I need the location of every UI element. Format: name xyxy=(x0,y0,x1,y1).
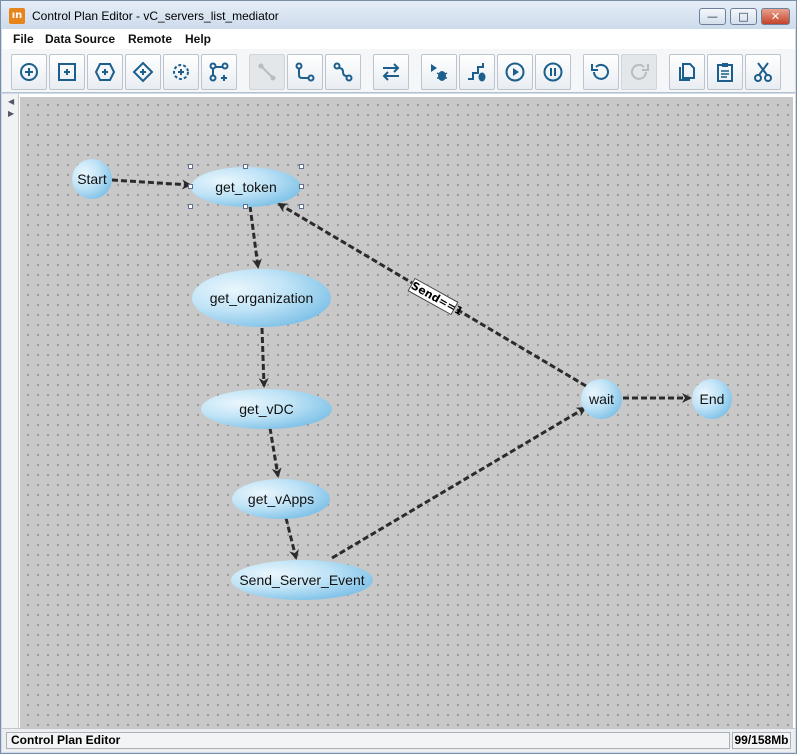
edge-wait-to-get-token xyxy=(277,202,587,388)
add-decision-node-icon xyxy=(132,61,154,83)
edge-get-vdc-to-get-vapps xyxy=(268,427,282,478)
add-start-node-icon xyxy=(20,63,38,81)
add-hexagon-node-icon xyxy=(94,63,116,81)
status-text: Control Plan Editor xyxy=(6,732,730,749)
minimize-button[interactable]: — xyxy=(699,8,726,25)
copy-button[interactable] xyxy=(669,54,705,90)
selection-handle[interactable] xyxy=(299,184,304,189)
add-decision-node-button[interactable] xyxy=(125,54,161,90)
undo-button[interactable] xyxy=(583,54,619,90)
cut-icon xyxy=(754,62,772,82)
editor-area: ◀ ▶ xyxy=(2,94,795,728)
status-bar: Control Plan Editor 99/158Mb xyxy=(2,728,795,752)
paste-button[interactable] xyxy=(707,54,743,90)
memory-indicator: 99/158Mb xyxy=(732,732,791,749)
toolbar xyxy=(2,49,795,93)
edge-get-organization-to-get-vdc xyxy=(258,327,269,388)
paste-icon xyxy=(717,63,733,82)
diagram-canvas[interactable]: Start get_token get_organization get_vDC… xyxy=(20,97,793,728)
app-logo-icon: ın xyxy=(9,8,25,24)
expand-right-icon[interactable]: ▶ xyxy=(8,109,15,118)
expand-left-icon[interactable]: ◀ xyxy=(8,97,15,106)
pause-icon xyxy=(543,62,563,82)
add-task-node-button[interactable] xyxy=(49,54,85,90)
connect-icon xyxy=(295,62,315,82)
connect-alt-icon xyxy=(333,62,353,82)
connect-button[interactable] xyxy=(287,54,323,90)
window-title: Control Plan Editor - vC_servers_list_me… xyxy=(32,9,279,23)
copy-icon xyxy=(679,63,695,81)
debug-step-icon xyxy=(468,63,486,82)
maximize-button[interactable]: □ xyxy=(730,8,757,25)
diagram-edges xyxy=(111,178,692,560)
node-get-token[interactable]: get_token xyxy=(191,167,301,207)
swap-button[interactable] xyxy=(373,54,409,90)
redo-icon xyxy=(631,63,649,80)
debug-run-button[interactable] xyxy=(421,54,457,90)
play-button[interactable] xyxy=(497,54,533,90)
play-icon xyxy=(505,62,525,82)
edge-get-vapps-to-send-event xyxy=(284,517,299,560)
node-get-vapps[interactable]: get_vApps xyxy=(232,479,330,519)
menu-remote[interactable]: Remote xyxy=(128,32,173,46)
add-gear-node-icon xyxy=(173,64,189,80)
title-bar[interactable]: ın Control Plan Editor - vC_servers_list… xyxy=(1,1,796,29)
connect-disabled-icon xyxy=(258,63,276,81)
add-fork-node-icon xyxy=(209,62,229,82)
add-fork-node-button[interactable] xyxy=(201,54,237,90)
selection-handle[interactable] xyxy=(243,204,248,209)
connect-alt-button[interactable] xyxy=(325,54,361,90)
node-get-vdc[interactable]: get_vDC xyxy=(201,389,332,429)
menu-help[interactable]: Help xyxy=(185,32,212,46)
selection-handle[interactable] xyxy=(299,164,304,169)
node-end[interactable]: End xyxy=(692,379,732,419)
add-gear-node-button[interactable] xyxy=(163,54,199,90)
cut-button[interactable] xyxy=(745,54,781,90)
selection-handle[interactable] xyxy=(243,164,248,169)
add-start-node-button[interactable] xyxy=(11,54,47,90)
menu-file[interactable]: File xyxy=(13,32,34,46)
collapse-strip[interactable]: ◀ ▶ xyxy=(2,94,19,728)
selection-handle[interactable] xyxy=(188,204,193,209)
selection-handle[interactable] xyxy=(299,204,304,209)
edge-send-event-to-wait xyxy=(331,406,587,560)
undo-icon xyxy=(591,63,609,80)
selection-handle[interactable] xyxy=(188,184,193,189)
redo-button[interactable] xyxy=(621,54,657,90)
edge-get-token-to-get-organization xyxy=(248,205,262,269)
add-hexagon-node-button[interactable] xyxy=(87,54,123,90)
selection-handle[interactable] xyxy=(188,164,193,169)
swap-icon xyxy=(382,63,400,81)
node-wait[interactable]: wait xyxy=(581,379,622,419)
debug-step-button[interactable] xyxy=(459,54,495,90)
node-get-organization[interactable]: get_organization xyxy=(192,269,331,327)
menu-data-source[interactable]: Data Source xyxy=(45,32,116,46)
edge-start-to-get-token xyxy=(111,178,192,190)
close-button[interactable]: ✕ xyxy=(761,8,790,25)
menu-bar: File Data Source Remote Help xyxy=(2,29,795,49)
connect-disabled-button[interactable] xyxy=(249,54,285,90)
pause-button[interactable] xyxy=(535,54,571,90)
node-start[interactable]: Start xyxy=(72,159,112,199)
debug-run-icon xyxy=(431,64,448,81)
add-task-node-icon xyxy=(58,63,76,81)
node-send-server-event[interactable]: Send_Server_Event xyxy=(231,560,373,600)
